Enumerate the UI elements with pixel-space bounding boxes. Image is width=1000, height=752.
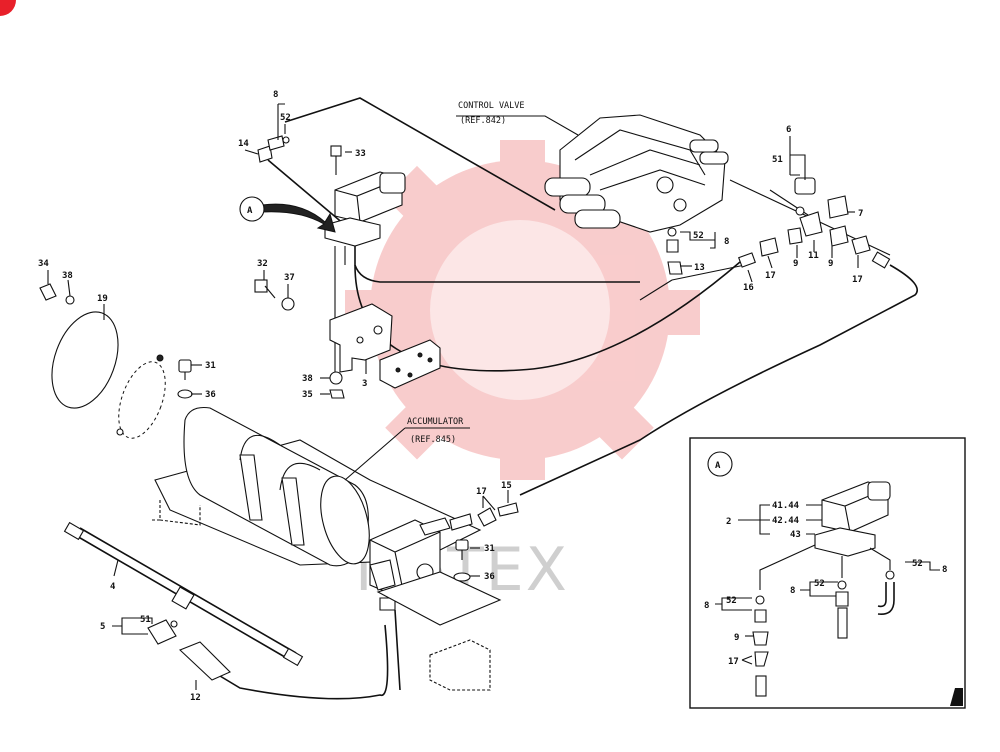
- control-valve: [544, 114, 729, 233]
- label-3: 3: [362, 379, 367, 389]
- accumulator-ref: (REF.845): [410, 435, 456, 445]
- accumulator-leader: [344, 427, 470, 481]
- inset-label-8-left: 8: [704, 601, 709, 611]
- view-a-arrow: [261, 203, 336, 233]
- label-5: 5: [100, 622, 105, 632]
- label-9-right: 9: [828, 259, 833, 269]
- label-35: 35: [302, 390, 313, 400]
- label-52-valve: 52: [693, 231, 704, 241]
- leader-lines: [47, 103, 859, 690]
- label-6: 6: [786, 125, 791, 135]
- label-12: 12: [190, 693, 201, 703]
- base-mount: [429, 639, 491, 691]
- label-8-top: 8: [273, 90, 278, 100]
- view-a-marker: [239, 196, 265, 222]
- label-17-left: 17: [765, 271, 776, 281]
- bolt-31-right: [455, 539, 469, 551]
- inset-label-8-right: 8: [942, 565, 947, 575]
- label-32: 32: [257, 259, 268, 269]
- watermark-gear-hole: [430, 220, 610, 400]
- label-17-right: 17: [852, 275, 863, 285]
- pipe-4: [63, 521, 304, 667]
- corner-mark: [0, 0, 16, 16]
- washer-36-right: [453, 572, 471, 582]
- label-17-bottom: 17: [476, 487, 487, 497]
- fitting-5: [147, 619, 177, 645]
- inset-label-8-center: 8: [790, 586, 795, 596]
- fitting-17-left: [477, 507, 497, 527]
- inset-label-52-left: 52: [726, 596, 737, 606]
- label-38-left: 38: [62, 271, 73, 281]
- fitting-15: [497, 502, 519, 517]
- inset-label-2: 2: [726, 517, 731, 527]
- fitting-12: [178, 641, 231, 681]
- label-36-bottom: 36: [484, 572, 495, 582]
- label-16: 16: [743, 283, 754, 293]
- view-a-letter: A: [247, 206, 253, 216]
- inset-label-42-44: 42.44: [772, 516, 800, 526]
- control-valve-name: CONTROL VALVE: [458, 101, 525, 111]
- solenoid-valve: [324, 171, 406, 380]
- label-15: 15: [501, 481, 512, 491]
- label-8-valve: 8: [724, 237, 729, 247]
- bolt-31-top: [178, 359, 192, 373]
- hose-bottom: [209, 609, 401, 700]
- label-38-right: 38: [302, 374, 313, 384]
- label-4: 4: [110, 582, 116, 592]
- control-valve-ref: (REF.842): [460, 116, 506, 126]
- inset-label-43: 43: [790, 530, 801, 540]
- fittings-right: [257, 135, 891, 275]
- washer-37: [281, 297, 295, 311]
- inset-leader-lines: [715, 504, 940, 665]
- mounting-bracket: [329, 303, 441, 389]
- label-14: 14: [238, 139, 249, 149]
- washer-38-left: [65, 295, 75, 305]
- control-valve-leader: [456, 115, 579, 136]
- bolt-32: [254, 279, 276, 299]
- inset-label-52-center: 52: [814, 579, 825, 589]
- label-37: 37: [284, 273, 295, 283]
- washer-38: [329, 371, 343, 385]
- inset-label-9: 9: [734, 633, 739, 643]
- o-ring-51: [170, 620, 178, 628]
- label-51-bottom: 51: [140, 615, 151, 625]
- cover-19: [51, 311, 166, 439]
- nut-35: [329, 389, 345, 399]
- label-51-top: 51: [772, 155, 783, 165]
- label-7: 7: [858, 209, 863, 219]
- label-19: 19: [97, 294, 108, 304]
- inset-a-letter: A: [715, 461, 721, 471]
- bolt-33: [330, 145, 342, 175]
- bolt-34: [39, 283, 57, 301]
- accumulator-name: ACCUMULATOR: [407, 417, 464, 427]
- hose-13-16: [639, 264, 746, 301]
- washer-36-top: [177, 389, 193, 399]
- base-plate: [376, 571, 502, 626]
- detail-a-inset: [689, 437, 966, 709]
- label-52-top: 52: [280, 113, 291, 123]
- inset-label-41-44: 41.44: [772, 501, 800, 511]
- label-36-top: 36: [205, 390, 216, 400]
- inset-label-52-right: 52: [912, 559, 923, 569]
- label-33: 33: [355, 149, 366, 159]
- label-13: 13: [694, 263, 705, 273]
- label-31-bottom: 31: [484, 544, 495, 554]
- label-11: 11: [808, 251, 819, 261]
- inset-label-17: 17: [728, 657, 739, 667]
- label-34: 34: [38, 259, 49, 269]
- label-9-left: 9: [793, 259, 798, 269]
- label-31-top: 31: [205, 361, 216, 371]
